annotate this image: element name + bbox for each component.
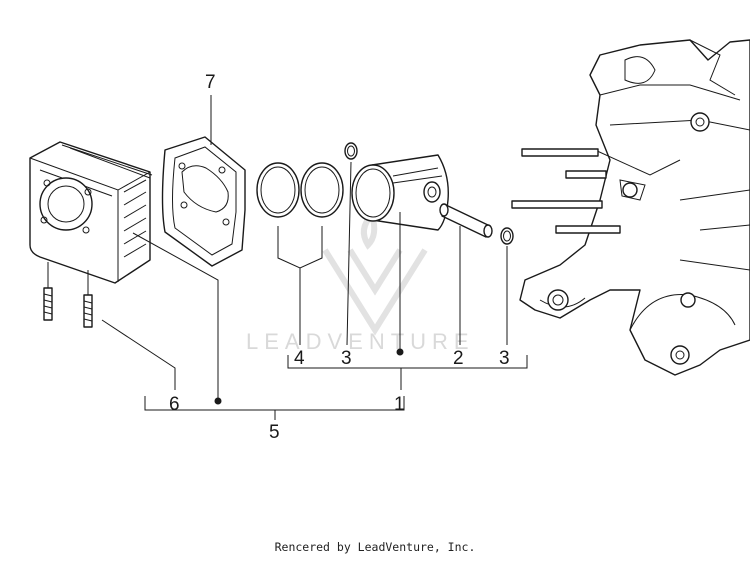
callout-7: 7: [205, 72, 216, 93]
circlips: [344, 142, 514, 245]
piston-rings: [256, 162, 344, 218]
reference-dot: [214, 397, 222, 405]
rendered-by-credit: Rencered by LeadVenture, Inc.: [274, 540, 476, 554]
stud-bolts: [43, 262, 93, 328]
callout-leaders: [101, 95, 528, 420]
callout-3: 3: [499, 348, 510, 369]
callout-3: 3: [341, 348, 352, 369]
callout-4: 4: [294, 348, 305, 369]
piston: [351, 154, 449, 231]
piston-pin: [439, 203, 493, 238]
reference-dot: [396, 348, 404, 356]
leadventure-watermark: LEADVENTURE: [246, 209, 475, 354]
callout-6: 6: [169, 394, 180, 415]
callout-5: 5: [269, 422, 280, 443]
watermark-text: LEADVENTURE: [246, 329, 475, 354]
base-gasket: [161, 136, 246, 267]
crankcase-studs: [511, 148, 621, 234]
callout-2: 2: [453, 348, 464, 369]
crankcase: [519, 39, 750, 376]
cylinder-part: [29, 141, 153, 284]
callout-1: 1: [394, 394, 405, 415]
